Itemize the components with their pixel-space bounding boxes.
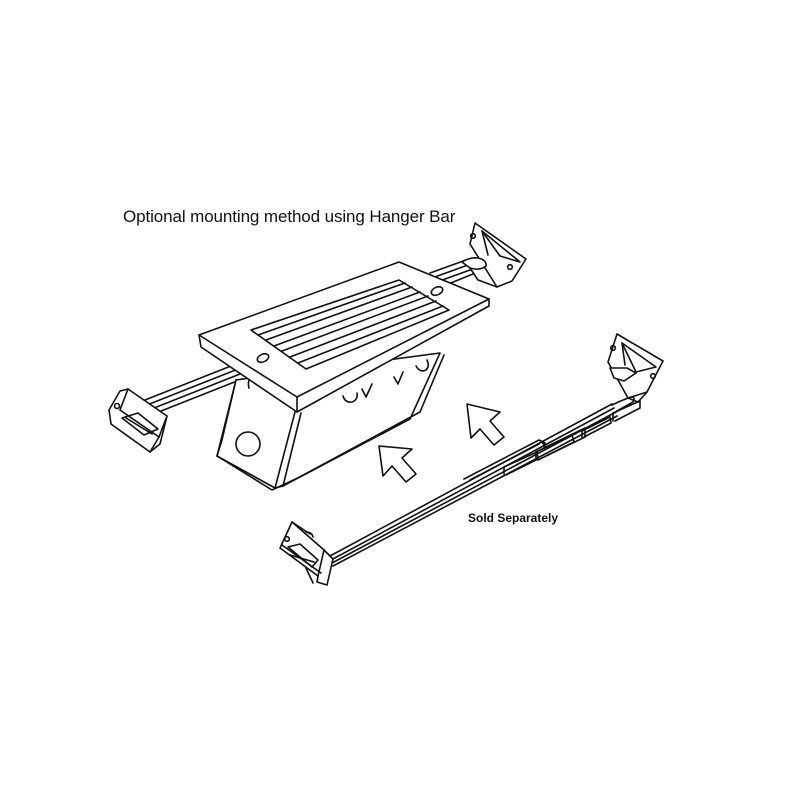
loose-bar-right-bracket-icon xyxy=(608,334,663,402)
arrow-right-icon xyxy=(467,404,504,445)
sold-separately-note: Sold Separately xyxy=(468,511,559,525)
screw-icon xyxy=(430,285,444,297)
right-mounting-bracket-icon xyxy=(462,223,526,287)
screw-icon xyxy=(256,352,270,364)
left-mounting-bracket-icon xyxy=(109,389,167,452)
diagram-title: Optional mounting method using Hanger Ba… xyxy=(123,207,456,226)
knockout-hole-icon xyxy=(236,432,260,456)
loose-bar-left-bracket-icon xyxy=(280,522,333,585)
louver-grille xyxy=(251,280,449,369)
fixture-box xyxy=(199,262,489,490)
loose-hanger-bar xyxy=(330,397,640,566)
attached-hanger-bar xyxy=(145,260,473,415)
arrow-left-icon xyxy=(379,446,416,482)
